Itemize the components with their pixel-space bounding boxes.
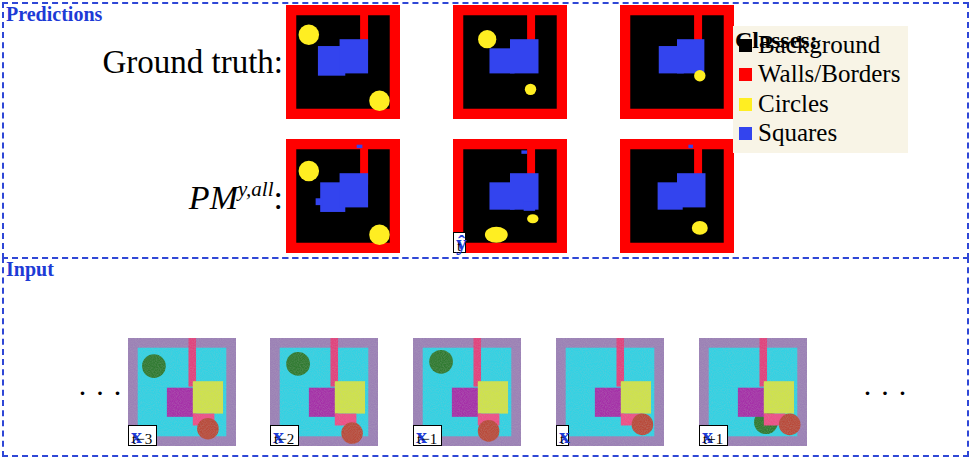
label-text: · · ·: [78, 376, 123, 409]
label-text: · · ·: [863, 376, 908, 409]
frame-symbol: t: [560, 431, 564, 447]
frame-symbol: t−2: [274, 431, 294, 447]
circle-region: [369, 91, 390, 112]
input-frame: [556, 338, 664, 446]
prediction-map: [286, 139, 400, 253]
legend-box: Classes:BackgroundWalls/BordersCirclesSq…: [733, 26, 908, 153]
prediction-map: [620, 139, 734, 253]
legend-row: Squares: [739, 118, 900, 147]
frame-tag: xt−3: [128, 425, 157, 446]
frame-symbol: t+1: [703, 431, 723, 447]
frame-tag: xt−1: [413, 425, 442, 446]
frame-border: [699, 338, 807, 446]
square-region: [340, 173, 369, 207]
square-region: [510, 39, 539, 73]
background-region: [463, 149, 556, 242]
border-region: [620, 5, 734, 119]
input-frame: [413, 338, 521, 446]
frame-tag: ŷt: [453, 232, 466, 253]
frame-symbol: t−3: [132, 431, 152, 447]
label-text: PM: [189, 179, 238, 216]
dashed-panel: PredictionsClasses:BackgroundWalls/Borde…: [2, 2, 969, 259]
background-region: [630, 15, 723, 108]
square-region: [357, 145, 363, 148]
frame-border: [128, 338, 236, 446]
circle-region: [478, 30, 496, 48]
circle-region: [369, 225, 390, 246]
legend-row: Background: [739, 30, 900, 59]
border-region: [286, 5, 400, 119]
image-noise: [128, 338, 236, 446]
frame-tag: xt−2: [270, 425, 299, 446]
frame-symbol: t−1: [417, 431, 437, 447]
border-region: [286, 139, 400, 253]
square-region: [677, 39, 704, 73]
label-text: y,all: [238, 177, 274, 201]
prediction-map: [286, 5, 400, 119]
circle-region: [299, 161, 320, 182]
frame-border: [413, 338, 521, 446]
row-label: · · ·: [78, 376, 123, 409]
circle-region: [525, 84, 536, 95]
square-region: [524, 202, 535, 211]
border-region: [453, 139, 567, 253]
legend-text: Circles: [758, 90, 829, 117]
legend-row: Walls/Borders: [739, 59, 900, 88]
background-region: [630, 149, 723, 242]
label-text: Ground truth:: [102, 44, 283, 80]
frame-symbol: t: [457, 238, 461, 254]
square-region: [677, 173, 706, 207]
input-frame: [270, 338, 378, 446]
image-noise: [556, 338, 664, 446]
image-noise: [270, 338, 378, 446]
legend-swatch: [739, 39, 752, 52]
legend-text: Background: [758, 31, 880, 58]
dashed-panel: Input xt−3 xt−2 xt−1 xt xt+1: [2, 257, 969, 457]
square-region: [316, 198, 323, 205]
image-noise: [413, 338, 521, 446]
circle-region: [527, 214, 538, 223]
frame-tag: xt: [556, 425, 569, 446]
border-region: [453, 5, 567, 119]
label-text: :: [274, 179, 283, 216]
circle-region: [692, 221, 708, 235]
border-region: [620, 139, 734, 253]
input-frame: [699, 338, 807, 446]
frame-border: [270, 338, 378, 446]
prediction-map: [620, 5, 734, 119]
frame-tag: xt+1: [699, 425, 728, 446]
legend-swatch: [739, 127, 752, 140]
legend-text: Walls/Borders: [758, 60, 900, 87]
background-region: [463, 15, 556, 108]
legend-swatch: [739, 68, 752, 81]
frame-border: [556, 338, 664, 446]
circle-region: [299, 24, 320, 45]
panel-title: Predictions: [6, 3, 102, 26]
prediction-map: [453, 5, 567, 119]
panel-title: Input: [6, 258, 54, 281]
legend-text: Squares: [758, 119, 837, 146]
input-frame: [128, 338, 236, 446]
circle-region: [485, 227, 508, 243]
row-label: Ground truth:: [102, 44, 283, 80]
row-label: PMy,all:: [189, 179, 283, 216]
prediction-map: [453, 139, 567, 253]
row-label: · · ·: [863, 376, 908, 409]
legend-swatch: [739, 98, 752, 111]
circle-region: [694, 70, 705, 81]
image-noise: [699, 338, 807, 446]
square-region: [688, 145, 693, 148]
legend-row: Circles: [739, 89, 900, 118]
square-region: [521, 150, 527, 153]
square-region: [340, 39, 369, 73]
